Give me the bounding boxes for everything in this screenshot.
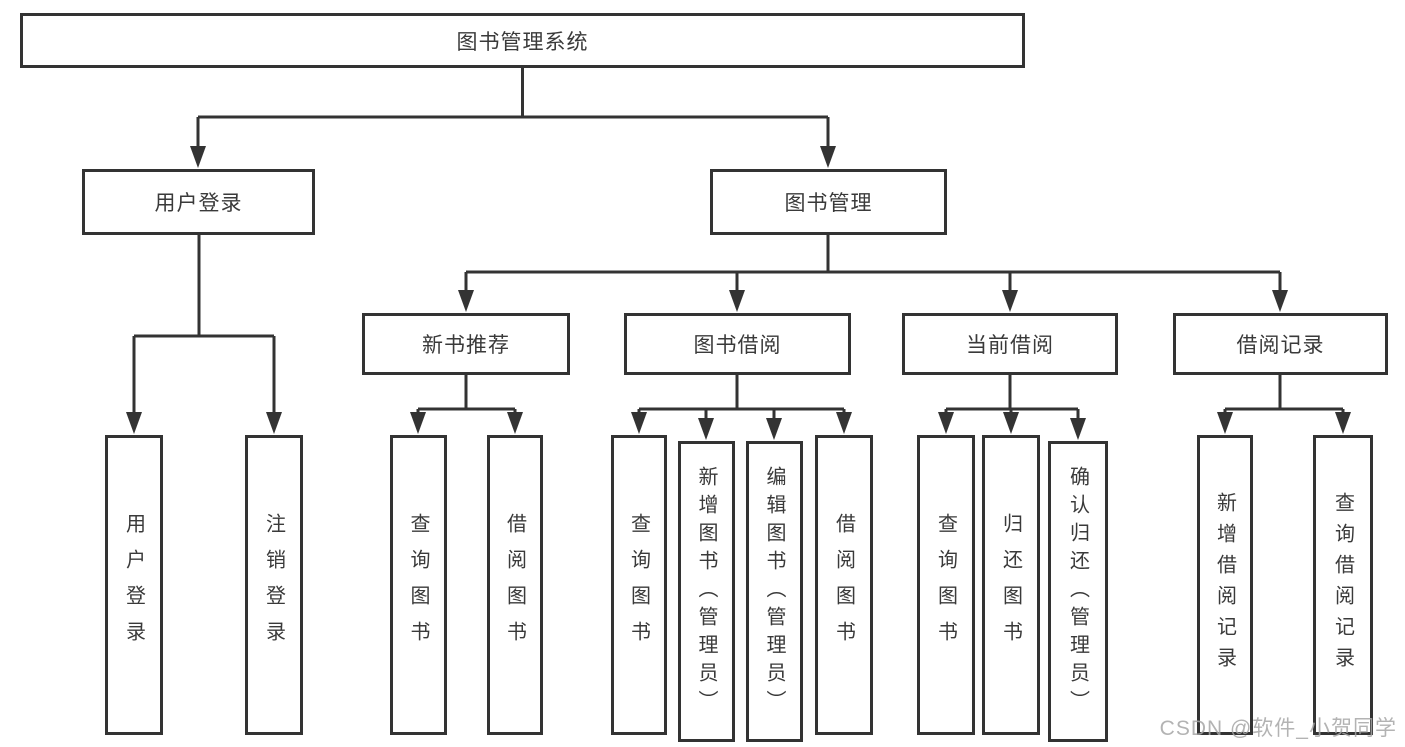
leaf-edit-book-admin-label: 编辑图书（管理员） <box>763 465 785 718</box>
leaf-borrow-book-1: 借阅图书 <box>487 435 543 735</box>
node-user-login: 用户登录 <box>82 169 315 235</box>
leaf-borrow-book-2-label: 借阅图书 <box>832 513 855 657</box>
leaf-query-borrow-record: 查询借阅记录 <box>1313 435 1373 735</box>
node-root-label: 图书管理系统 <box>456 30 589 54</box>
leaf-borrow-book-2: 借阅图书 <box>815 435 873 735</box>
node-book-borrow: 图书借阅 <box>624 313 851 375</box>
leaf-user-login-label: 用户登录 <box>122 513 145 657</box>
node-book-borrow-label: 图书借阅 <box>693 334 782 357</box>
leaf-query-book-1-label: 查询图书 <box>407 513 429 657</box>
leaf-confirm-return-admin: 确认归还（管理员） <box>1048 441 1108 742</box>
node-root: 图书管理系统 <box>20 13 1025 68</box>
leaf-query-book-3-label: 查询图书 <box>934 513 957 657</box>
leaf-logout-label: 注销登录 <box>262 513 285 657</box>
leaf-confirm-return-admin-label: 确认归还（管理员） <box>1066 465 1089 718</box>
leaf-logout: 注销登录 <box>245 435 303 735</box>
leaf-query-book-2: 查询图书 <box>611 435 667 735</box>
csdn-watermark: CSDN @软件_小贺同学 <box>1159 717 1397 740</box>
node-borrow-records: 借阅记录 <box>1173 313 1388 375</box>
node-book-management-label: 图书管理 <box>784 192 873 215</box>
leaf-add-book-admin: 新增图书（管理员） <box>678 441 735 742</box>
leaf-add-book-admin-label: 新增图书（管理员） <box>695 465 717 718</box>
leaf-add-borrow-record: 新增借阅记录 <box>1197 435 1253 735</box>
leaf-query-book-1: 查询图书 <box>390 435 447 735</box>
node-current-borrow: 当前借阅 <box>902 313 1118 375</box>
node-current-borrow-label: 当前借阅 <box>966 334 1054 357</box>
leaf-query-book-3: 查询图书 <box>917 435 975 735</box>
leaf-return-book-label: 归还图书 <box>999 513 1022 657</box>
leaf-borrow-book-1-label: 借阅图书 <box>503 513 526 657</box>
leaf-edit-book-admin: 编辑图书（管理员） <box>746 441 803 742</box>
leaf-user-login: 用户登录 <box>105 435 163 735</box>
leaf-query-borrow-record-label: 查询借阅记录 <box>1331 492 1354 678</box>
node-new-book-recommend-label: 新书推荐 <box>422 334 510 357</box>
leaf-query-book-2-label: 查询图书 <box>627 513 650 657</box>
leaf-add-borrow-record-label: 新增借阅记录 <box>1213 492 1236 678</box>
node-user-login-label: 用户登录 <box>154 192 243 215</box>
node-book-management: 图书管理 <box>710 169 947 235</box>
arrowheads <box>126 146 1351 440</box>
node-new-book-recommend: 新书推荐 <box>362 313 570 375</box>
leaf-return-book: 归还图书 <box>982 435 1040 735</box>
node-borrow-records-label: 借阅记录 <box>1236 334 1325 357</box>
